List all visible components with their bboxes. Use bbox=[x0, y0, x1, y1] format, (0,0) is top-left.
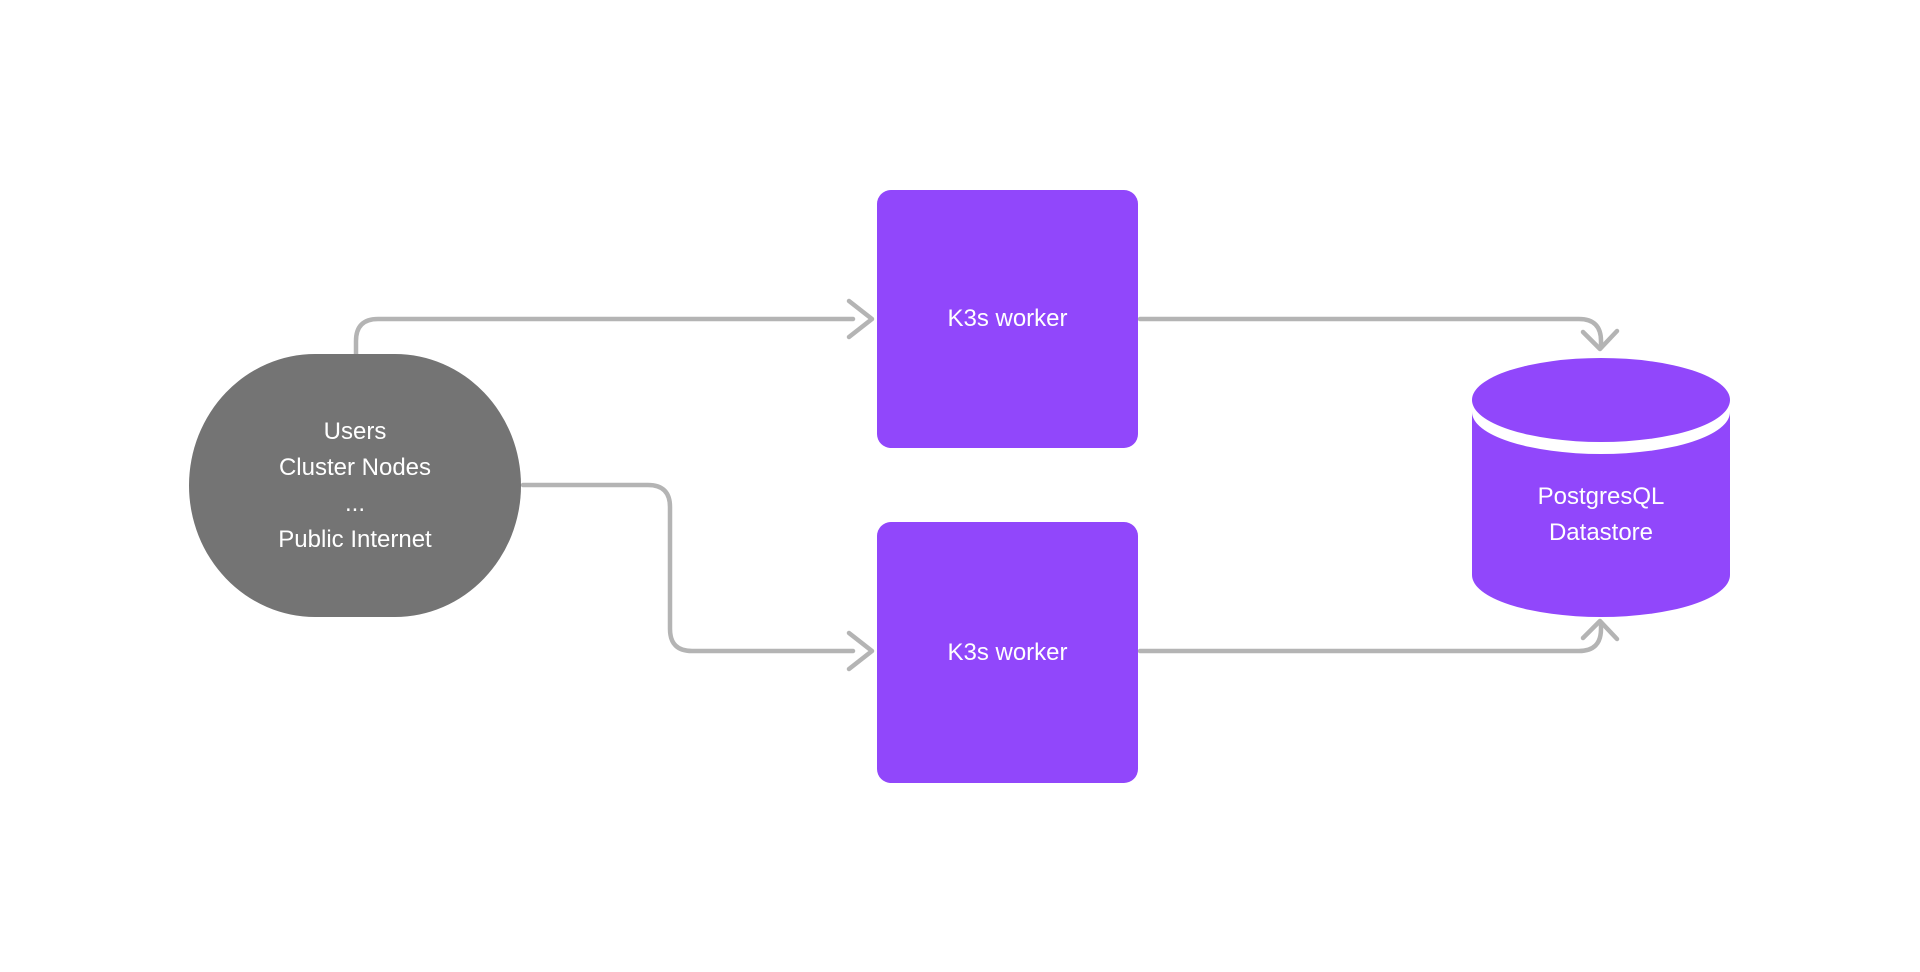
node-postgresql-datastore[interactable]: PostgresQL Datastore bbox=[1472, 358, 1730, 618]
arrowhead-right-icon bbox=[846, 630, 875, 672]
database-cylinder-icon bbox=[1472, 358, 1730, 617]
node-label: K3s worker bbox=[947, 638, 1068, 666]
connector-worker-bottom-to-datastore[interactable] bbox=[1137, 618, 1620, 654]
node-label-line: Cluster Nodes bbox=[278, 453, 432, 481]
arrowhead-up-icon bbox=[1580, 618, 1620, 642]
connector-line bbox=[520, 482, 856, 654]
node-label-line: PostgresQL bbox=[1537, 483, 1665, 510]
connector-line bbox=[1137, 316, 1604, 347]
node-label-line: ... bbox=[344, 489, 365, 517]
node-label-line: Public Internet bbox=[278, 525, 432, 553]
arrowhead-down-icon bbox=[1580, 328, 1620, 352]
arrowhead-right-icon bbox=[846, 298, 875, 340]
node-k3s-worker-top[interactable]: K3s worker bbox=[877, 190, 1138, 448]
node-label-line: Users bbox=[323, 417, 387, 445]
node-label: K3s worker bbox=[947, 305, 1068, 332]
node-label: Users Cluster Nodes ... Public Internet bbox=[278, 414, 431, 558]
node-label: PostgresQL Datastore bbox=[1472, 412, 1730, 618]
cylinder-top-ellipse bbox=[1472, 358, 1730, 442]
connector-line bbox=[353, 316, 856, 360]
cylinder-body bbox=[1472, 412, 1730, 617]
node-users-public-internet[interactable]: Users Cluster Nodes ... Public Internet bbox=[189, 354, 521, 617]
node-k3s-worker-bottom[interactable]: K3s worker bbox=[877, 522, 1138, 783]
connector-source-to-worker-bottom[interactable] bbox=[520, 482, 875, 672]
connector-source-to-worker-top[interactable] bbox=[353, 298, 875, 360]
connector-worker-top-to-datastore[interactable] bbox=[1137, 316, 1620, 352]
node-label-line: Datastore bbox=[1548, 519, 1654, 546]
connector-line bbox=[1137, 623, 1604, 654]
